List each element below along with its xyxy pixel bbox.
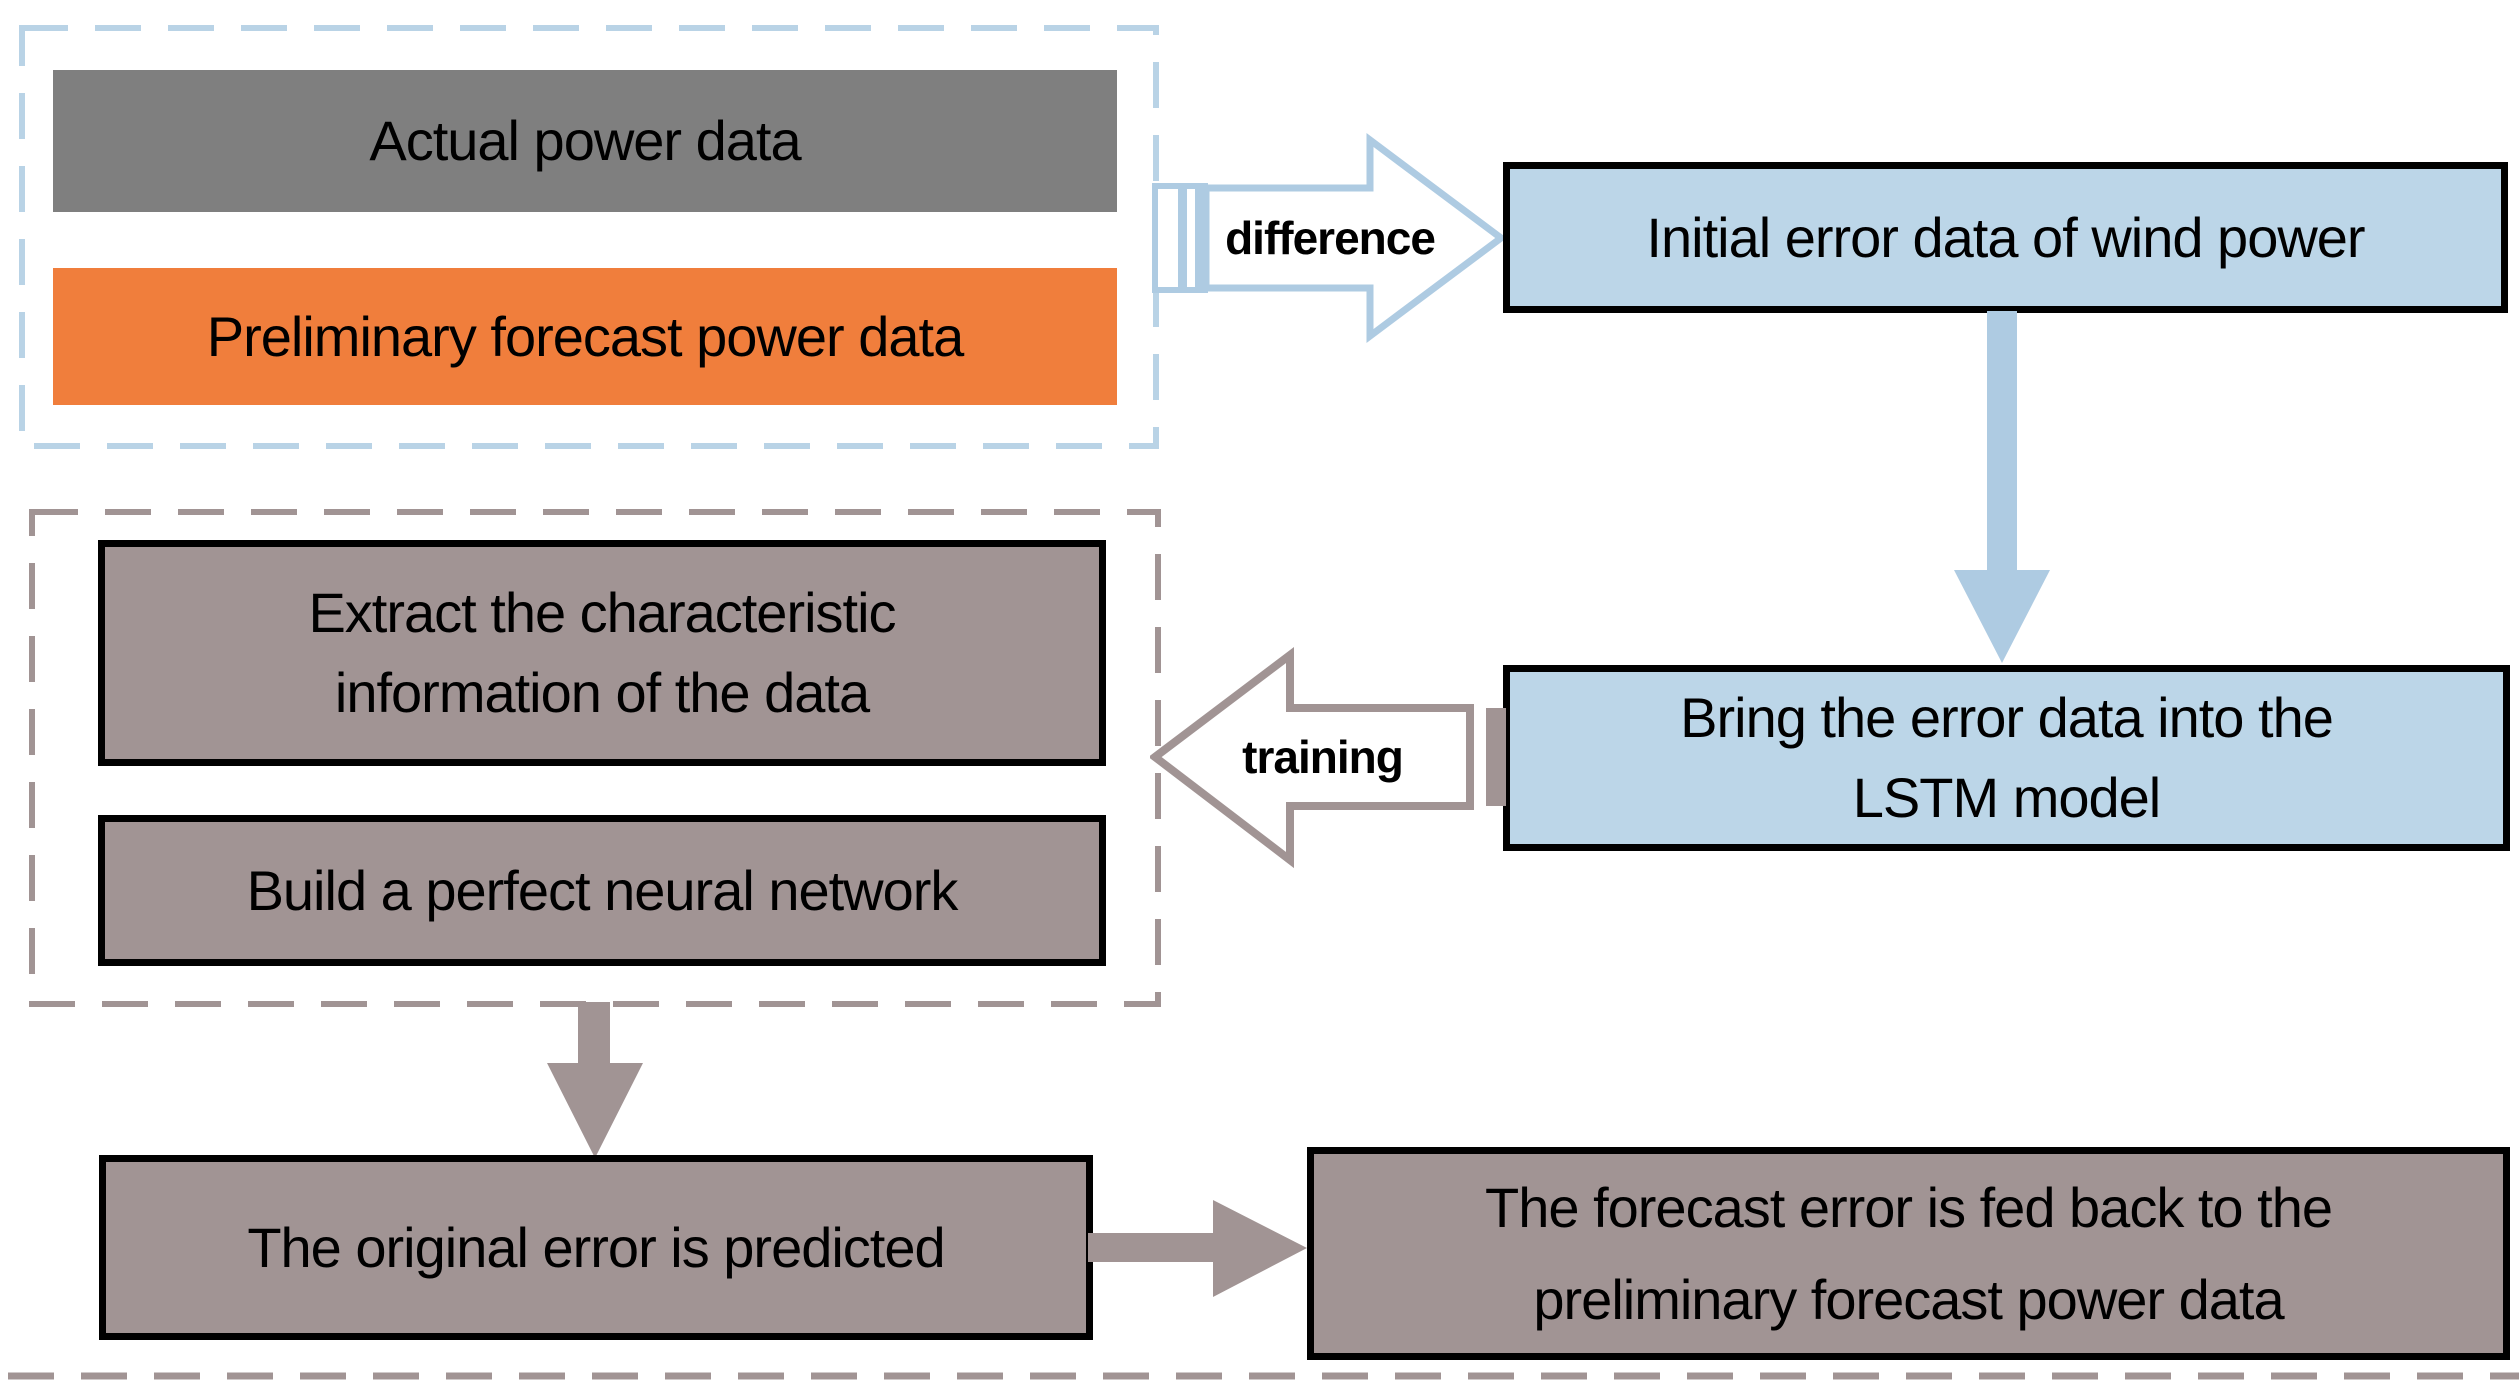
bring-lstm-line1: Bring the error data into the (1680, 686, 2334, 749)
extract-line2: information of the data (334, 661, 870, 724)
right-arrow-taupe-icon (1088, 1200, 1307, 1297)
bring-lstm-line2: LSTM model (1852, 766, 2161, 829)
feedback-line1: The forecast error is fed back to the (1485, 1175, 2333, 1239)
bring-lstm-box: Bring the error data into the LSTM model (1503, 665, 2510, 851)
build-network-box: Build a perfect neural network (98, 815, 1106, 966)
original-error-box: The original error is predicted (99, 1155, 1093, 1340)
down-arrow-taupe-icon (547, 1002, 643, 1158)
feedback-line2: preliminary forecast power data (1533, 1267, 2284, 1331)
feedback-box: The forecast error is fed back to the pr… (1307, 1147, 2510, 1360)
actual-power-data-label: Actual power data (369, 109, 801, 172)
build-network-label: Build a perfect neural network (246, 858, 959, 922)
bottom-cropped-dashed-border (8, 1372, 2519, 1380)
down-arrow-blue-icon (1954, 311, 2050, 663)
training-arrow-icon (1150, 646, 1506, 869)
initial-error-box: Initial error data of wind power (1503, 162, 2508, 313)
original-error-label: The original error is predicted (247, 1215, 945, 1279)
actual-power-data-box: Actual power data (53, 70, 1117, 212)
initial-error-label: Initial error data of wind power (1646, 205, 2365, 269)
extract-line1: Extract the characteristic (308, 581, 896, 644)
training-edge-label: training (1242, 731, 1404, 783)
difference-edge-label: difference (1225, 211, 1436, 264)
extract-box: Extract the characteristic information o… (98, 540, 1106, 766)
preliminary-forecast-label: Preliminary forecast power data (206, 304, 964, 368)
preliminary-forecast-box: Preliminary forecast power data (53, 268, 1117, 405)
difference-arrow-icon (1152, 133, 1507, 343)
